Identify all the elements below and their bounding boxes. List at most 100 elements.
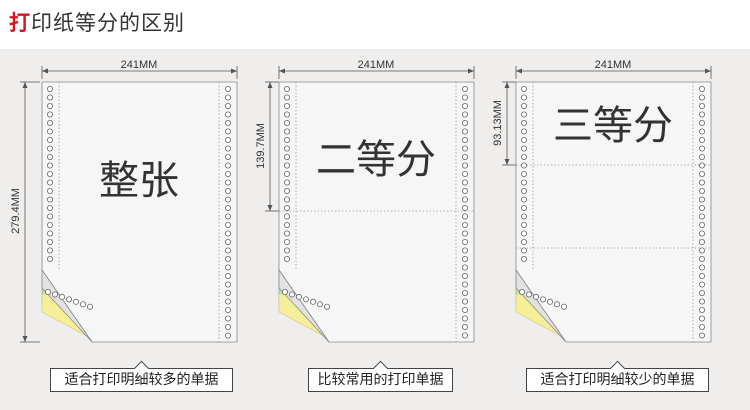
feed-hole xyxy=(521,154,528,161)
feed-hole xyxy=(521,111,528,118)
panel-half-sheet: 241MM 139.7MM 二等分 比较常 xyxy=(237,49,487,410)
feed-hole xyxy=(284,86,291,93)
feed-hole xyxy=(224,196,231,203)
feed-hole xyxy=(224,332,231,339)
feed-hole xyxy=(698,238,705,245)
feed-hole xyxy=(224,103,231,110)
feed-hole xyxy=(533,293,540,300)
left-feed-holes xyxy=(521,86,528,262)
feed-hole xyxy=(698,137,705,144)
feed-hole xyxy=(461,332,468,339)
curl-feed-holes xyxy=(519,288,568,310)
left-feed-holes xyxy=(284,86,291,262)
panel-full-sheet: 241MM 279.4MM 整张 适合打印明细较多的单据 xyxy=(0,49,250,410)
feed-hole xyxy=(284,162,291,169)
feed-hole xyxy=(698,128,705,135)
feed-hole xyxy=(698,264,705,271)
feed-hole xyxy=(224,162,231,169)
paper-sheet xyxy=(515,81,712,343)
feed-hole xyxy=(461,154,468,161)
feed-hole xyxy=(87,303,94,310)
feed-hole xyxy=(52,291,59,298)
feed-hole xyxy=(284,137,291,144)
caption-text: 适合打印明细较多的单据 xyxy=(64,372,219,388)
feed-hole xyxy=(554,301,561,308)
feed-hole xyxy=(224,154,231,161)
feed-hole xyxy=(461,213,468,220)
feed-hole xyxy=(73,298,80,305)
feed-hole xyxy=(47,162,54,169)
feed-hole xyxy=(461,230,468,237)
feed-hole xyxy=(47,247,54,254)
feed-hole xyxy=(521,162,528,169)
feed-hole xyxy=(284,154,291,161)
feed-hole xyxy=(47,154,54,161)
feed-hole xyxy=(284,187,291,194)
feed-hole xyxy=(317,301,324,308)
feed-hole xyxy=(224,306,231,313)
feed-hole xyxy=(461,145,468,152)
feed-hole xyxy=(224,179,231,186)
panel-third-sheet: 241MM 93.13MM 三等分 xyxy=(474,49,724,410)
sheet-label-third: 三等分 xyxy=(553,103,673,149)
title-rest: 印纸等分的区别 xyxy=(31,11,185,35)
caption-box: 适合打印明细较少的单据 xyxy=(526,360,709,392)
caption-box: 比较常用的打印单据 xyxy=(308,360,453,392)
height-label: 139.7MM xyxy=(255,123,267,169)
feed-hole xyxy=(224,145,231,152)
feed-hole xyxy=(224,86,231,93)
feed-hole xyxy=(461,272,468,279)
caption-text: 比较常用的打印单据 xyxy=(317,372,444,388)
feed-hole xyxy=(461,86,468,93)
width-label: 241MM xyxy=(121,59,158,71)
feed-hole xyxy=(47,145,54,152)
feed-hole xyxy=(521,86,528,93)
feed-hole xyxy=(284,230,291,237)
feed-hole xyxy=(519,288,526,295)
feed-hole xyxy=(284,213,291,220)
feed-hole xyxy=(698,187,705,194)
feed-hole xyxy=(224,187,231,194)
feed-hole xyxy=(284,179,291,186)
header-bar: 打印纸等分的区别 xyxy=(0,0,750,49)
feed-hole xyxy=(698,255,705,262)
feed-hole xyxy=(284,103,291,110)
paper-sheet xyxy=(278,81,475,343)
feed-hole xyxy=(698,145,705,152)
feed-hole xyxy=(303,296,310,303)
feed-hole xyxy=(698,298,705,305)
feed-hole xyxy=(310,298,317,305)
feed-hole xyxy=(47,120,54,127)
page-title: 打印纸等分的区别 xyxy=(9,7,185,37)
feed-hole xyxy=(521,255,528,262)
right-feed-holes xyxy=(698,86,705,339)
caption-box: 适合打印明细较多的单据 xyxy=(50,360,233,392)
feed-hole xyxy=(284,238,291,245)
feed-hole xyxy=(698,281,705,288)
feed-hole xyxy=(284,171,291,178)
feed-hole xyxy=(461,179,468,186)
feed-hole xyxy=(284,204,291,211)
height-dimension: 279.4MM xyxy=(10,81,40,343)
feed-hole xyxy=(284,221,291,228)
feed-hole xyxy=(698,86,705,93)
sheet-label-half: 二等分 xyxy=(316,137,436,183)
feed-hole xyxy=(698,230,705,237)
feed-hole xyxy=(284,128,291,135)
feed-hole xyxy=(698,111,705,118)
feed-hole xyxy=(521,204,528,211)
feed-hole xyxy=(224,230,231,237)
right-feed-holes xyxy=(224,86,231,339)
feed-hole xyxy=(224,289,231,296)
feed-hole xyxy=(521,230,528,237)
feed-hole xyxy=(521,137,528,144)
feed-hole xyxy=(47,238,54,245)
feed-hole xyxy=(66,296,73,303)
feed-hole xyxy=(561,303,568,310)
feed-hole xyxy=(461,103,468,110)
title-accent: 打 xyxy=(9,11,31,35)
feed-hole xyxy=(47,171,54,178)
feed-hole xyxy=(461,120,468,127)
feed-hole xyxy=(461,281,468,288)
feed-hole xyxy=(461,196,468,203)
